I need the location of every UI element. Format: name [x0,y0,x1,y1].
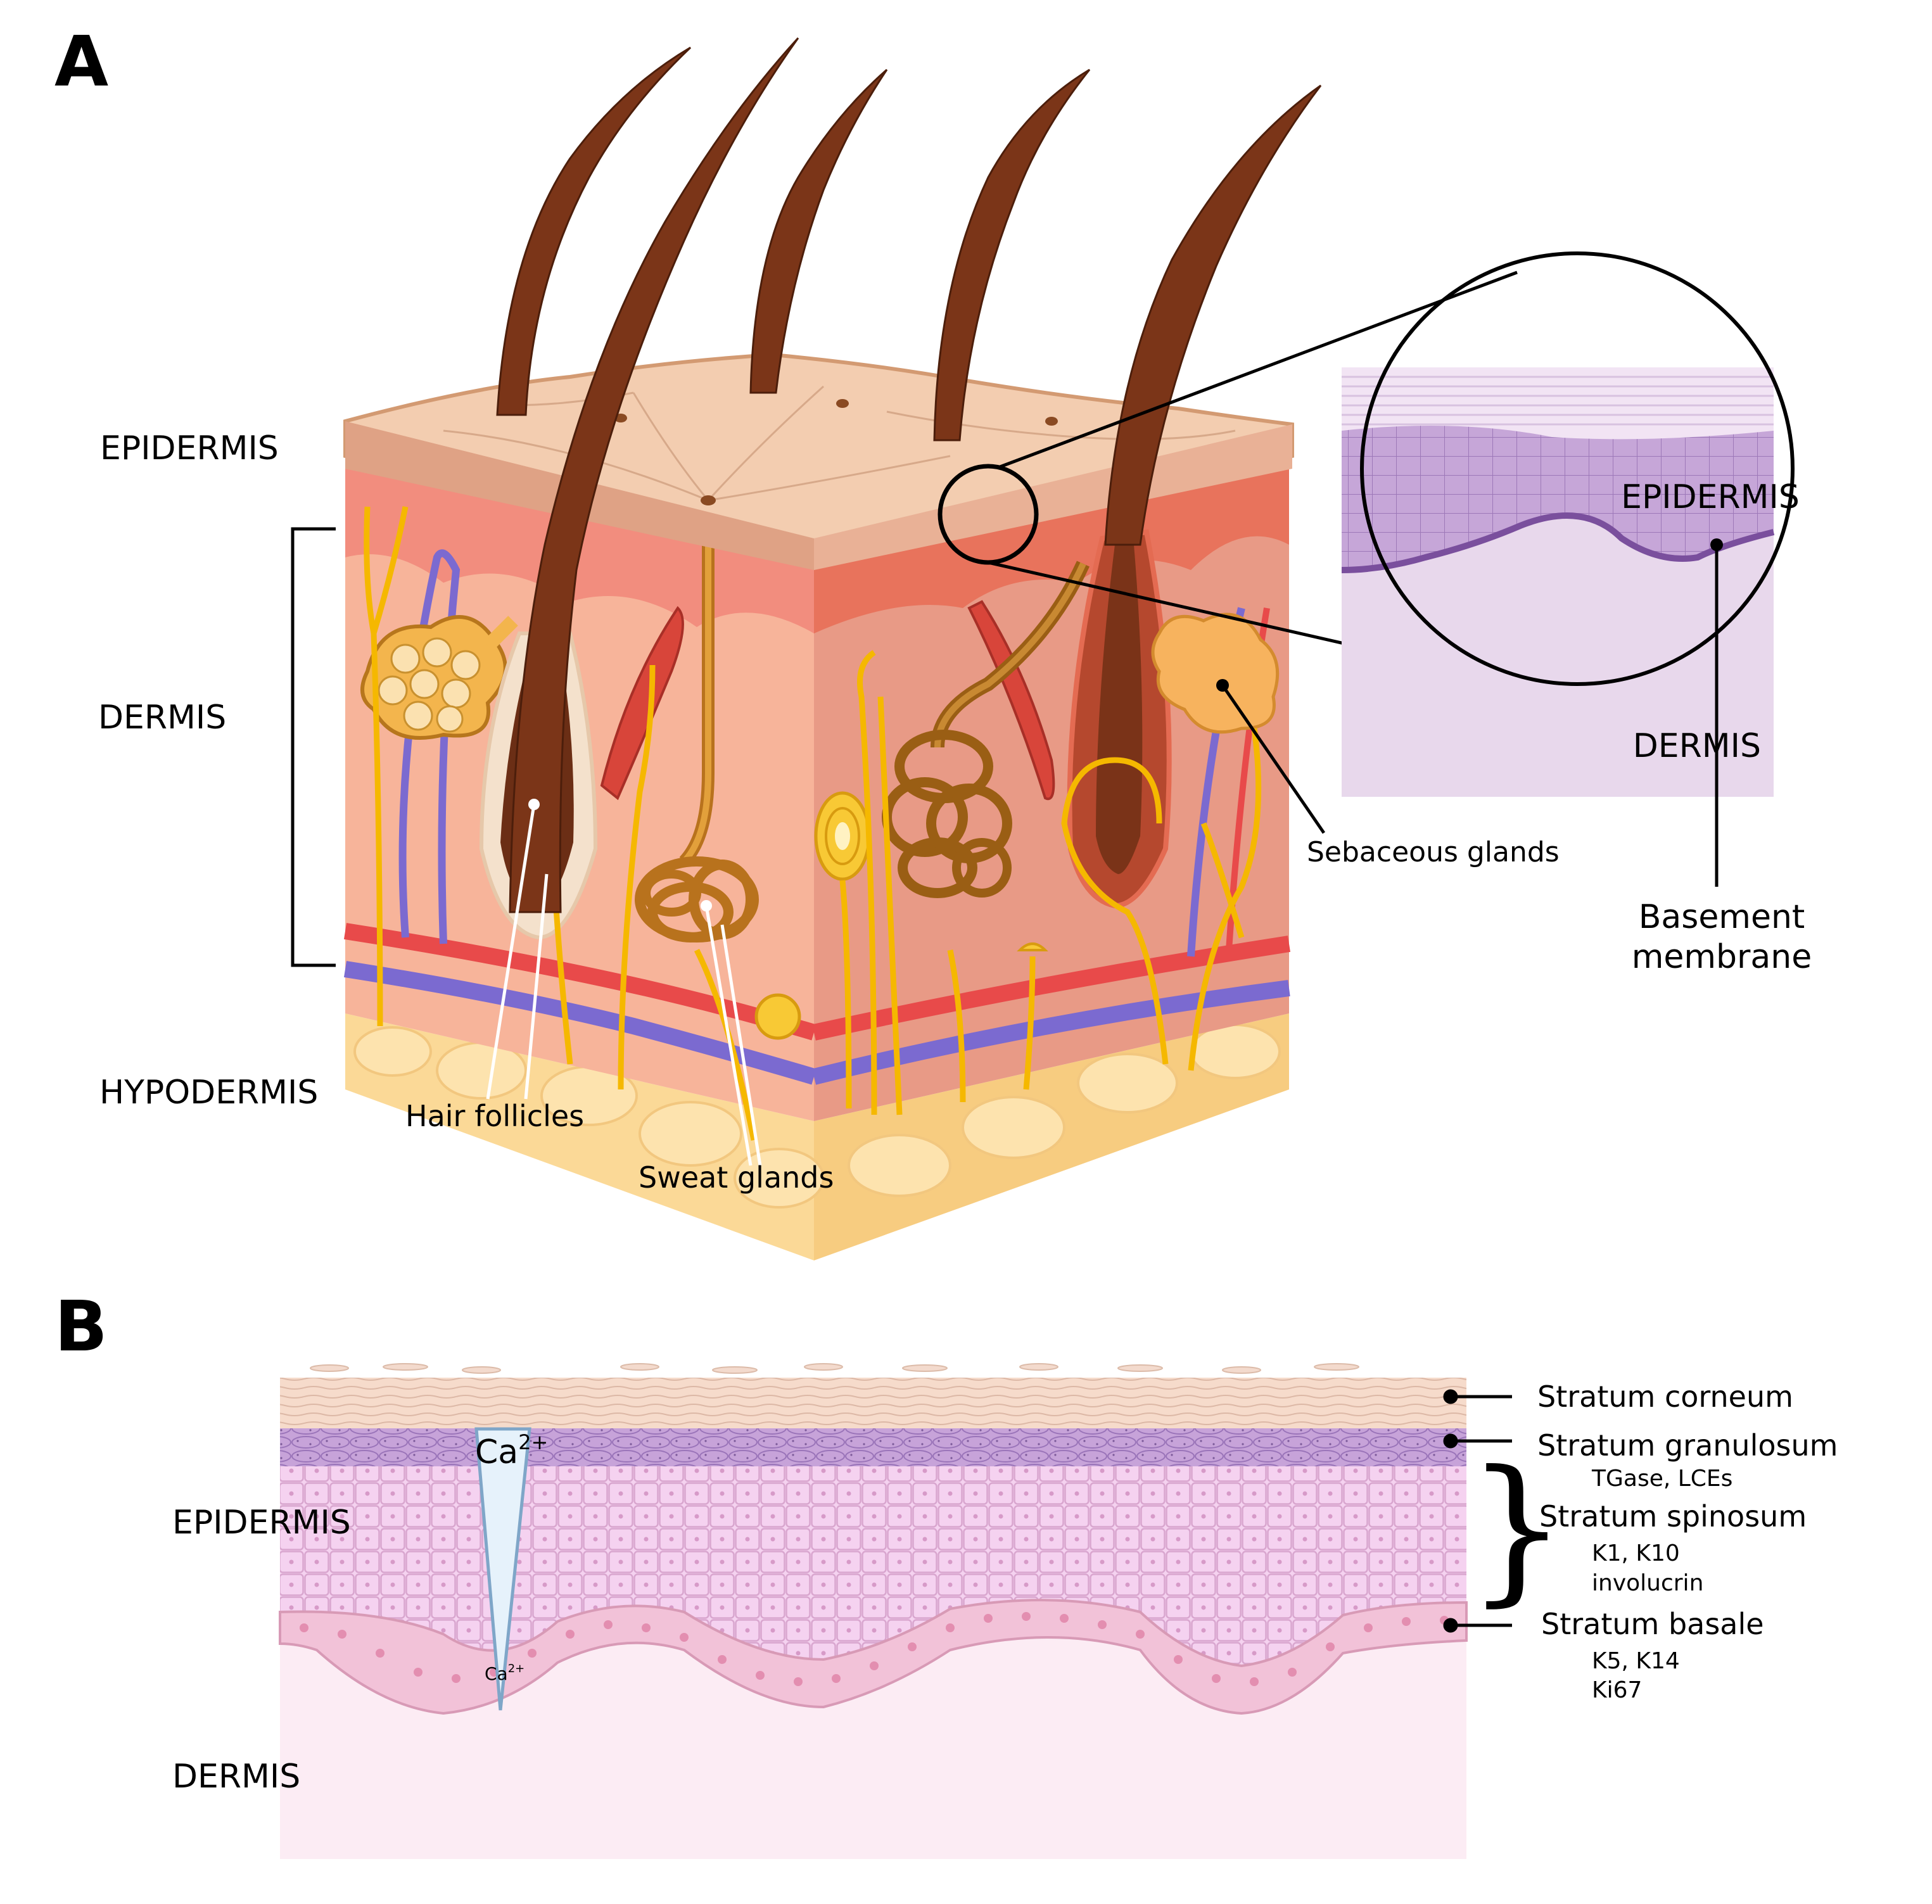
hair-3 [749,68,888,394]
sebaceous-gland-left [360,615,518,740]
spinosum-markers-2: involucrin [1592,1570,1703,1596]
b-epidermis-label: EPIDERMIS [172,1504,351,1542]
spinosum-markers-1: K1, K10 [1592,1540,1680,1566]
ca-top-text: Ca [475,1433,518,1471]
ca-top-sup: 2+ [518,1430,548,1454]
inset-corneum [1342,367,1774,456]
panel-a-letter: A [54,21,108,102]
b-stratum-basale [279,1599,1468,1715]
hair-1 [496,46,692,416]
inset-dermis-label: DERMIS [1633,727,1761,765]
hair-follicles-label: Hair follicles [405,1099,584,1133]
basement-membrane-pointer [1710,538,1723,887]
sweat-glands-label: Sweat glands [639,1160,834,1195]
strata-pointers [1443,1389,1512,1633]
hair-4 [933,68,1091,441]
pores [614,399,1058,505]
sebaceous-gland-right [1151,612,1280,734]
skin-surface-lines [443,385,1236,502]
a-dermis-label: DERMIS [98,699,226,737]
b-stratum-granulosum [280,1428,1466,1466]
granulosum-label: Stratum granulosum [1537,1428,1838,1463]
basale-label: Stratum basale [1541,1607,1764,1641]
hair-2 [509,37,799,913]
basement-membrane-label-2: membrane [1632,938,1812,976]
skin-cube [343,37,1322,1260]
basement-membrane-line [1341,512,1775,573]
corneum-label: Stratum corneum [1537,1380,1793,1414]
ca-bottom-label: Ca2+ [485,1662,524,1684]
spinosum-label: Stratum spinosum [1539,1499,1807,1533]
arrector-muscle-front [600,606,684,801]
structure-pointers [486,679,1326,1166]
artery-side [812,936,1291,1041]
granulosum-markers: TGase, LCEs [1591,1466,1732,1492]
basale-markers-1: K5, K14 [1592,1648,1680,1674]
b-stratum-corneum [280,1378,1466,1428]
corneum-flakes [310,1363,1359,1374]
panel-b-letter: B [54,1286,108,1367]
artery-front [343,923,817,1041]
a-epidermis-label: EPIDERMIS [100,429,279,467]
hair-5 [1104,84,1322,546]
hair-shafts [496,37,1322,913]
fat-lobules [353,1024,1281,1209]
hair-follicle-right [1067,529,1172,909]
ca-bottom-text: Ca [485,1663,508,1684]
inset-epidermis [1342,426,1774,570]
epidermis-cross-section [279,1363,1468,1859]
a-hypodermis-label: HYPODERMIS [99,1074,318,1112]
ca-bottom-sup: 2+ [508,1662,525,1675]
dermis-bracket [291,527,336,967]
basale-markers-2: Ki67 [1592,1677,1642,1703]
basement-membrane-label-1: Basement [1639,898,1805,936]
papillary-dermis-side [814,469,1289,633]
calcium-gradient [474,1427,531,1711]
spinosum-brace: } [1466,1437,1567,1621]
ca-top-label: Ca2+ [475,1430,548,1471]
epidermis-side-edge [814,424,1292,570]
inset-epidermis-label: EPIDERMIS [1621,478,1800,516]
sebaceous-glands-label: Sebaceous glands [1307,836,1560,868]
b-dermis-label: DERMIS [172,1758,300,1796]
vein-side [811,980,1290,1085]
basale-nuclei [300,1612,1449,1686]
inset-histology [1341,251,1795,797]
vessel-branch-1 [398,549,461,944]
